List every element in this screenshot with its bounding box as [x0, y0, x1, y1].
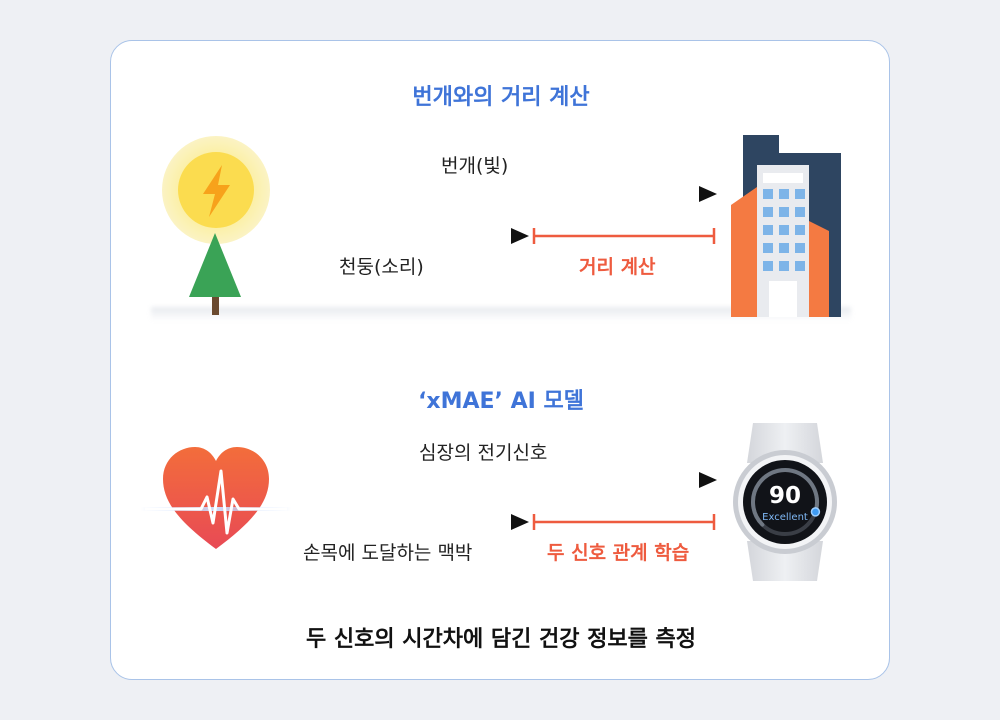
- learning-label: 두 신호 관계 학습: [547, 542, 690, 564]
- distance-bracket: [532, 228, 716, 244]
- light-arrow: [289, 186, 717, 202]
- signal-label: 심장의 전기신호: [419, 442, 548, 464]
- smartwatch: 90 Excellent: [729, 423, 841, 581]
- heart-ecg-icon: [141, 447, 291, 549]
- footer-caption: 두 신호의 시간차에 담긴 건강 정보를 측정: [305, 627, 697, 652]
- signal-arrow: [289, 472, 717, 488]
- watch-score: 90: [768, 483, 801, 509]
- tree-icon: [189, 233, 241, 315]
- section-title-xmae: ‘xMAE’ AI 모델: [418, 389, 584, 414]
- sound-label: 천둥(소리): [339, 256, 424, 278]
- watch-status: Excellent: [762, 512, 808, 523]
- pulse-label: 손목에 도달하는 맥박: [303, 542, 473, 564]
- building-icon: [731, 135, 841, 317]
- distance-label: 거리 계산: [579, 256, 656, 278]
- score-arc: [751, 468, 819, 527]
- info-card: 번개와의 거리 계산 번개(빛): [110, 40, 890, 680]
- lightning-sun-icon: [162, 136, 270, 244]
- section-title-lightning: 번개와의 거리 계산: [412, 85, 590, 110]
- score-indicator-dot: [810, 507, 821, 517]
- learning-bracket: [532, 514, 716, 530]
- ground-shadow: [151, 307, 851, 321]
- light-label: 번개(빛): [441, 155, 509, 177]
- smartwatch-body-icon: [733, 423, 837, 581]
- pulse-arrow: [289, 514, 529, 530]
- sound-arrow: [289, 228, 529, 244]
